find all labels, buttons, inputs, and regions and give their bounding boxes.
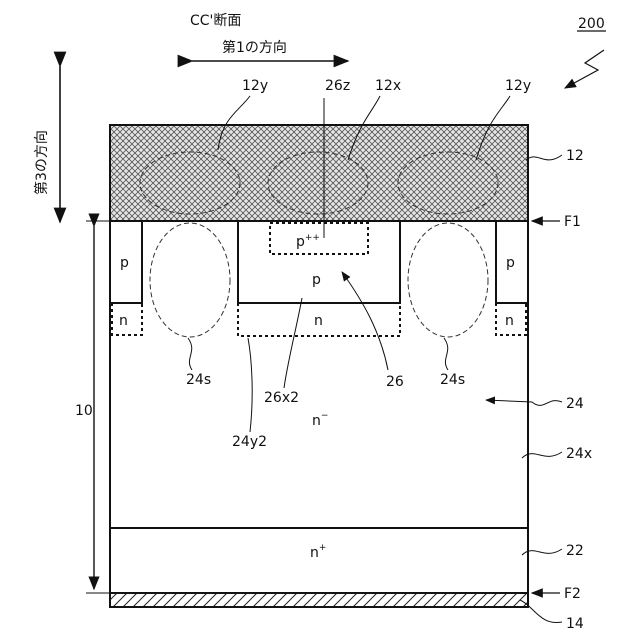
p-center-label: p <box>312 272 321 288</box>
label-26z: 26z <box>325 78 350 94</box>
label-22: 22 <box>566 543 584 559</box>
p-right-label: p <box>506 255 515 271</box>
n-left-label: n <box>119 313 128 329</box>
n-center-label: n <box>314 313 323 329</box>
label-12y-left: 12y <box>242 78 268 94</box>
label-24s-right: 24s <box>440 372 465 388</box>
direction-1-label: 第1の方向 <box>222 39 287 56</box>
label-F2: F2 <box>564 586 581 602</box>
label-10: 10 <box>75 403 93 419</box>
label-12x: 12x <box>375 78 401 94</box>
label-24y2: 24y2 <box>232 434 267 450</box>
label-24s-left: 24s <box>186 372 211 388</box>
label-26x2: 26x2 <box>264 390 299 406</box>
section-title: CC'断面 <box>190 13 241 29</box>
label-14: 14 <box>566 616 584 632</box>
p-left-label: p <box>120 255 129 271</box>
n-right-label: n <box>505 313 514 329</box>
figure-number-arrow <box>565 50 604 88</box>
label-12: 12 <box>566 148 584 164</box>
label-24x: 24x <box>566 446 592 462</box>
layer-12-electrode <box>110 125 528 221</box>
label-F1: F1 <box>564 214 581 230</box>
direction-3-label: 第3の方向 <box>33 130 50 195</box>
figure-number: 200 <box>578 16 605 32</box>
label-26: 26 <box>386 374 404 390</box>
leader-12 <box>526 155 562 160</box>
leader-14 <box>520 600 562 623</box>
label-12y-right: 12y <box>505 78 531 94</box>
layer-14-electrode <box>110 593 528 607</box>
label-24: 24 <box>566 396 584 412</box>
